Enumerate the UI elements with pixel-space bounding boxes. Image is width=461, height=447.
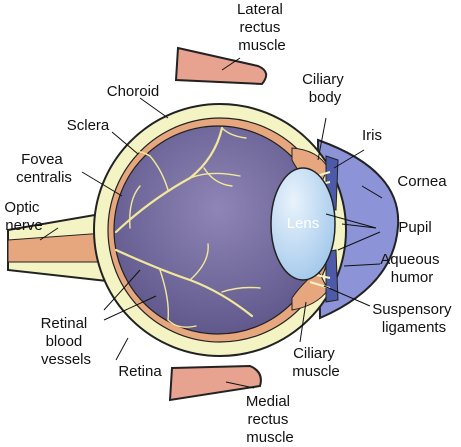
lateral-rectus-muscle <box>174 46 268 86</box>
lens-shape <box>270 167 336 281</box>
label-fovea-centralis: Fovea centralis <box>16 151 72 186</box>
label-retina: Retina <box>118 363 162 380</box>
label-suspensory-ligaments: Suspensory ligaments <box>372 301 455 336</box>
label-pupil: Pupil <box>398 219 431 236</box>
label-optic-nerve: Optic nerve <box>4 199 43 234</box>
label-choroid: Choroid <box>107 83 160 100</box>
label-ciliary-body: Ciliary body <box>302 71 348 106</box>
label-lateral-rectus: Lateral rectus muscle <box>237 1 287 54</box>
label-lens: Lens <box>287 215 320 232</box>
leader-lines <box>39 57 383 389</box>
label-medial-rectus: Medial rectus muscle <box>246 393 294 446</box>
medial-rectus-muscle <box>168 364 262 402</box>
label-sclera: Sclera <box>67 117 110 134</box>
label-aqueous-humor: Aqueous humor <box>380 251 443 286</box>
label-iris: Iris <box>362 127 382 144</box>
label-ciliary-muscle: Ciliary muscle <box>292 345 340 380</box>
retinal-blood-vessels <box>114 126 261 328</box>
label-cornea: Cornea <box>397 173 447 190</box>
label-retinal-blood-vessels: Retinal blood vessels <box>41 315 92 368</box>
